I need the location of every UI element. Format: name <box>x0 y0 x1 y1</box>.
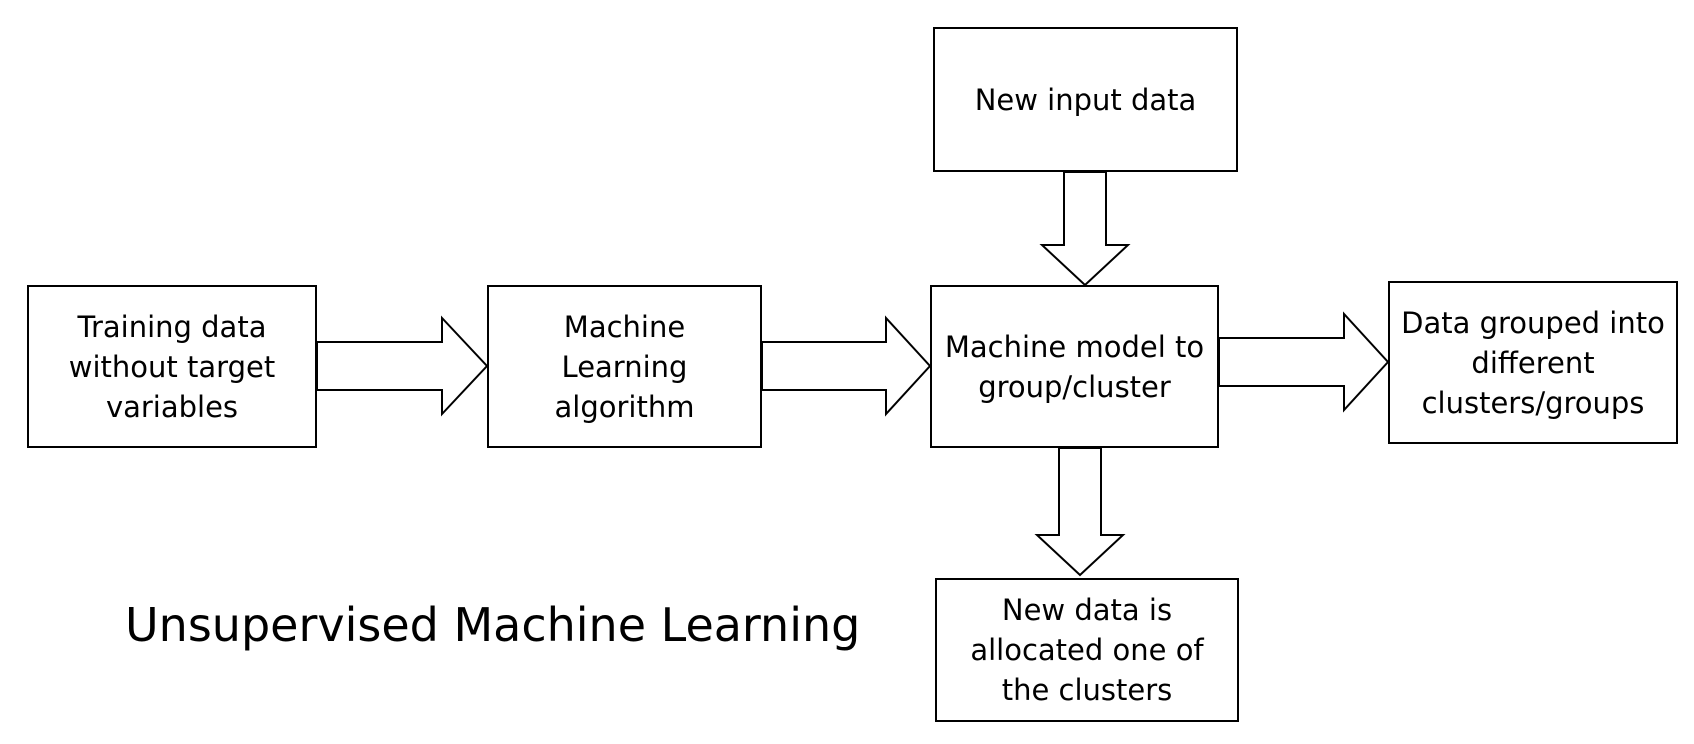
grouped-data-label: Data grouped into different clusters/gro… <box>1401 305 1665 420</box>
new-input-data-label: New input data <box>974 82 1197 117</box>
arrow-model-to-allocated <box>1034 447 1126 577</box>
allocated-data-label: New data is allocated one of the cluster… <box>970 593 1204 707</box>
ml-algorithm-label: Machine Learning algorithm <box>554 309 695 424</box>
diagram-title: Unsupervised Machine Learning <box>125 598 861 652</box>
arrow-model-to-grouped <box>1218 311 1390 413</box>
grouped-data-box: Data grouped into different clusters/gro… <box>1388 281 1678 444</box>
training-data-label: Training data without target variables <box>68 309 276 424</box>
new-input-data-box: New input data <box>933 27 1238 172</box>
training-data-box: Training data without target variables <box>27 285 317 448</box>
arrow-training-to-algorithm <box>316 315 489 417</box>
allocated-data-box: New data is allocated one of the cluster… <box>935 578 1239 722</box>
machine-model-label: Machine model to group/cluster <box>944 329 1205 404</box>
arrow-algorithm-to-model <box>761 315 932 417</box>
arrow-new-input-to-model <box>1039 171 1131 287</box>
machine-model-box: Machine model to group/cluster <box>930 285 1219 448</box>
